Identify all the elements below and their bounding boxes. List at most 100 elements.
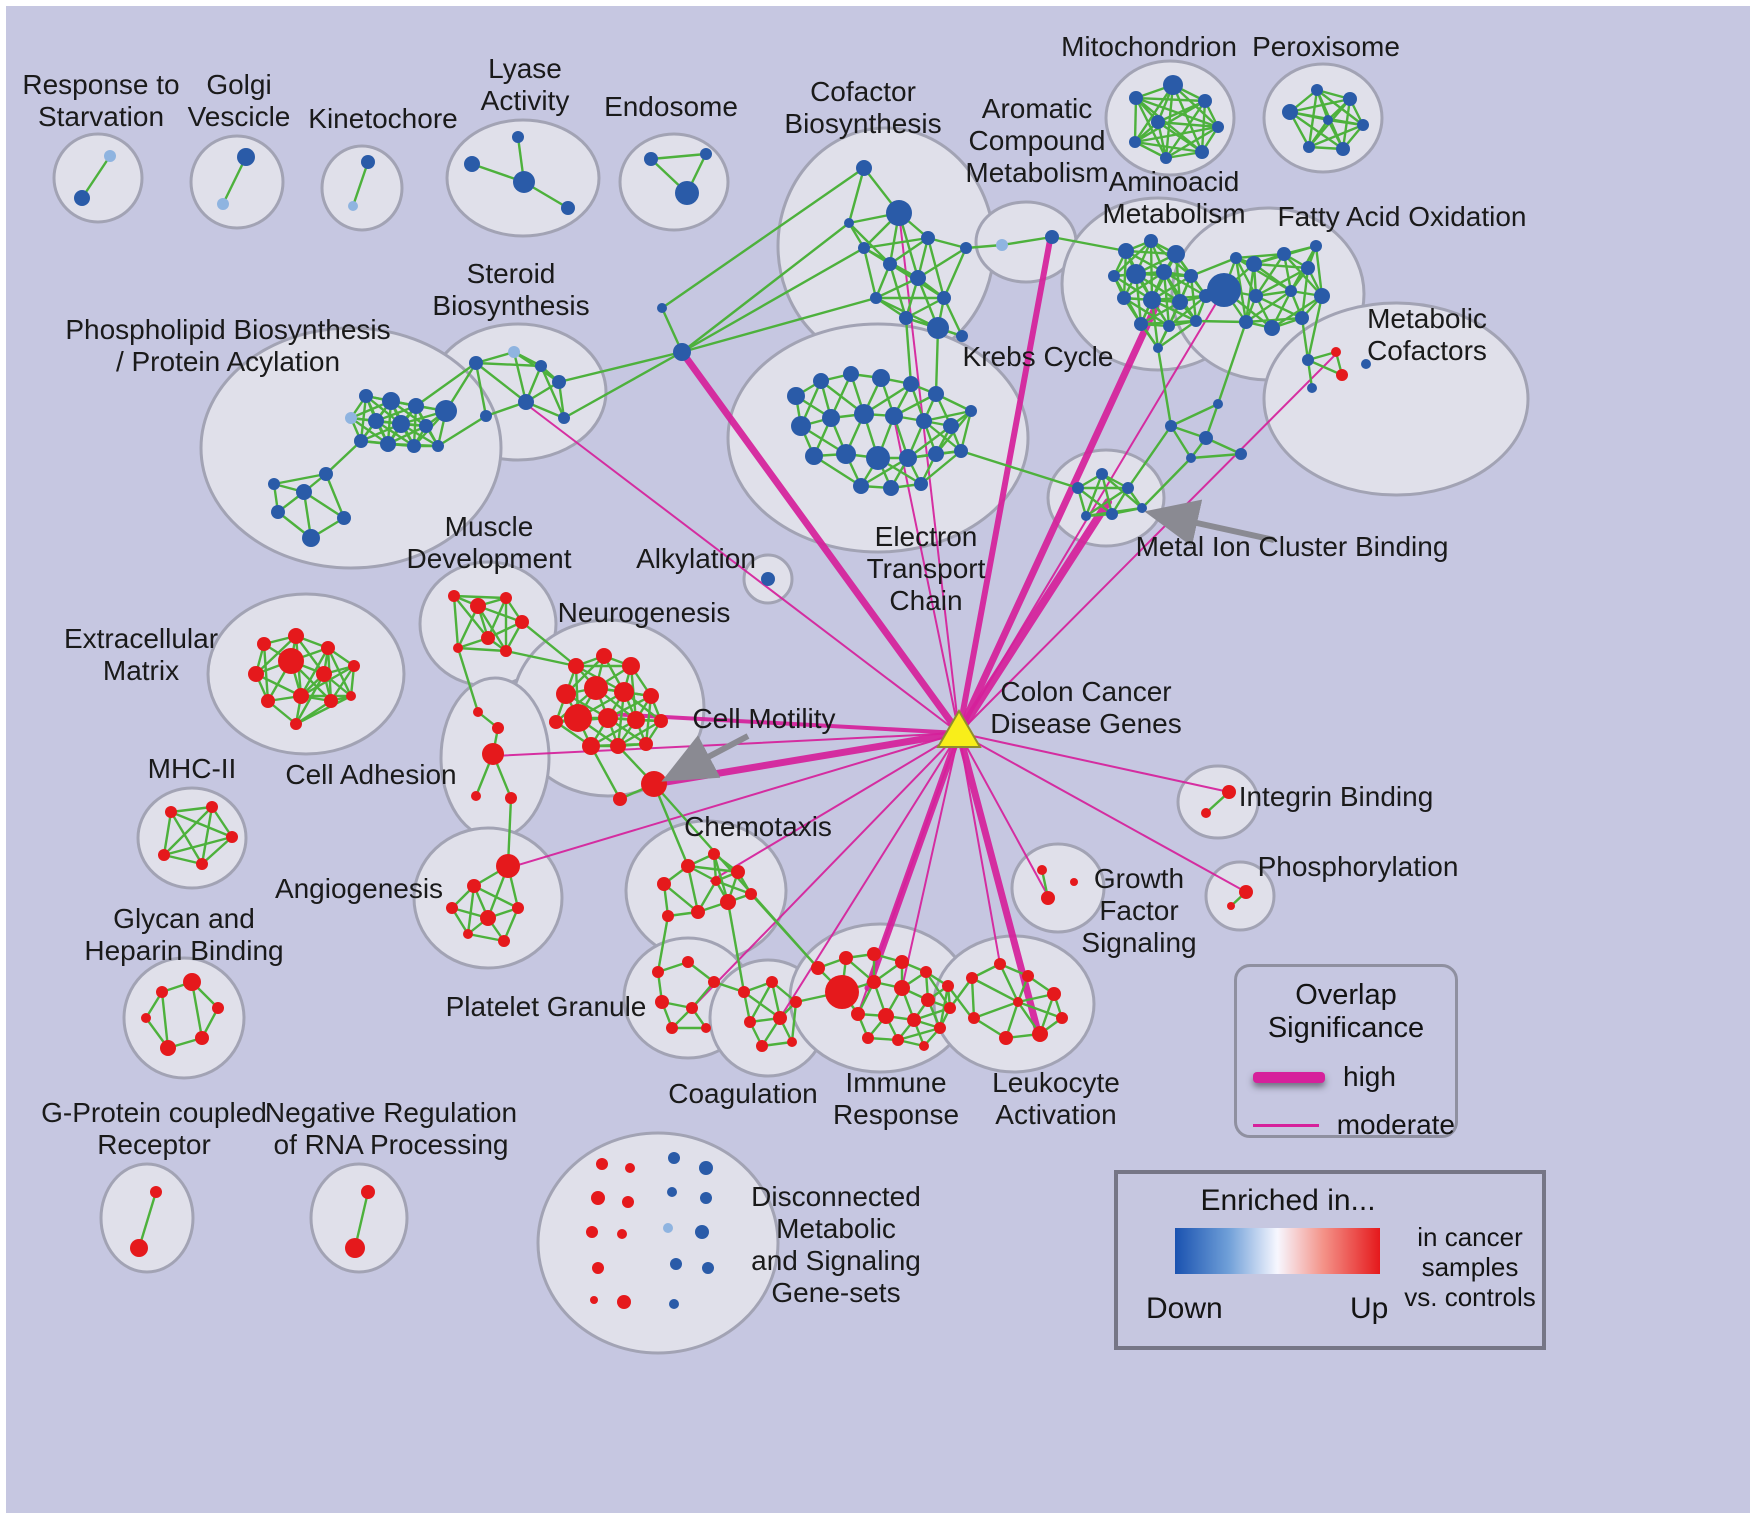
- cluster-edge: [743, 991, 781, 1019]
- label-metal-ion-cluster-binding: Metal Ion Cluster Binding: [1136, 531, 1449, 562]
- gene-set-node: [348, 660, 360, 672]
- cluster-edge: [920, 450, 962, 485]
- gene-set-node: [407, 439, 421, 453]
- gene-set-node: [183, 973, 201, 991]
- gene-set-node: [1246, 256, 1262, 272]
- gene-set-node: [321, 641, 335, 655]
- inter-cluster-edge: [681, 296, 877, 354]
- cluster-edge: [813, 454, 862, 488]
- gene-set-node: [1153, 343, 1163, 353]
- enriched-in-legend: Enriched in... Down Up in cancer samples…: [1114, 1170, 1546, 1350]
- gene-set-node: [1310, 240, 1322, 252]
- cluster-edge: [1168, 295, 1207, 327]
- gene-set-node: [515, 615, 529, 629]
- gene-set-node: [883, 480, 899, 496]
- cluster-edge: [453, 595, 489, 639]
- overlap-legend-title: Overlap Significance: [1237, 979, 1455, 1045]
- gene-set-node: [968, 1012, 980, 1024]
- gene-set-node: [681, 859, 695, 873]
- enriched-side-text: in cancer samples vs. controls: [1396, 1222, 1544, 1312]
- cluster-edge: [162, 811, 173, 856]
- cluster-edge: [1234, 257, 1258, 297]
- gene-set-node: [1213, 399, 1223, 409]
- cluster-edge: [255, 635, 297, 675]
- gene-set-node: [670, 1258, 682, 1270]
- gene-set-node: [1072, 482, 1084, 494]
- gene-set-node: [324, 694, 338, 708]
- gene-set-node: [1285, 285, 1297, 297]
- gene-set-node: [622, 1196, 634, 1208]
- gene-set-node: [1301, 261, 1315, 275]
- gene-set-node: [480, 910, 496, 926]
- gene-set-node: [564, 704, 592, 732]
- gene-set-node: [1156, 264, 1172, 280]
- gene-set-node: [996, 239, 1008, 251]
- gene-set-node: [492, 722, 504, 734]
- gene-set-node: [1336, 369, 1348, 381]
- gene-set-node: [1195, 145, 1209, 159]
- gene-set-node: [1122, 482, 1134, 494]
- gene-set-node: [944, 1002, 956, 1014]
- label-cell-motility: Cell Motility: [692, 703, 835, 734]
- gene-set-node: [473, 707, 483, 717]
- gene-set-node: [598, 708, 618, 728]
- cluster-edge: [163, 806, 213, 856]
- gene-set-node: [867, 947, 881, 961]
- gene-set-node: [471, 791, 481, 801]
- gene-set-node: [1201, 808, 1211, 818]
- gene-set-node: [954, 444, 968, 458]
- gene-set-node: [701, 1023, 711, 1033]
- gene-set-node: [627, 711, 645, 729]
- gene-set-node: [158, 849, 170, 861]
- gene-set-node: [994, 958, 1006, 970]
- gene-set-node: [496, 854, 520, 878]
- gene-set-node: [1303, 141, 1315, 153]
- gene-set-node: [966, 972, 978, 984]
- inter-cluster-edge: [589, 745, 622, 800]
- significance-edge-moderate: [691, 732, 960, 1009]
- cluster-edge: [457, 646, 507, 653]
- cluster-edge: [942, 247, 968, 299]
- cluster-edge: [1235, 256, 1292, 293]
- significance-edge-moderate: [779, 732, 960, 1019]
- gene-set-node: [899, 449, 917, 467]
- gene-set-node: [825, 975, 859, 1009]
- gene-set-node: [392, 415, 410, 433]
- cluster-edge: [1017, 1000, 1063, 1020]
- cluster-edge: [1255, 266, 1309, 298]
- gene-set-node: [293, 688, 309, 704]
- gene-set-node: [791, 416, 811, 436]
- gene-set-node: [1143, 291, 1161, 309]
- cluster-edge: [1190, 452, 1242, 460]
- cluster-edge: [211, 806, 233, 838]
- inter-cluster-edge: [521, 621, 577, 667]
- gene-set-node: [217, 198, 229, 210]
- cluster-edge: [686, 865, 700, 913]
- gene-set-node: [568, 658, 584, 674]
- cluster-edge: [1245, 290, 1292, 323]
- gene-set-node: [535, 360, 547, 372]
- gene-set-node: [596, 1158, 608, 1170]
- gene-set-node: [1081, 511, 1091, 521]
- blue-red-gradient-bar: [1175, 1228, 1380, 1274]
- gene-set-node: [914, 477, 928, 491]
- gene-set-node: [1037, 865, 1047, 875]
- label-integrin-binding: Integrin Binding: [1239, 781, 1434, 812]
- gene-set-node: [839, 951, 853, 965]
- inter-cluster-edge: [960, 449, 1079, 490]
- cluster-edge: [1165, 125, 1219, 160]
- gene-set-node: [787, 1037, 797, 1047]
- gene-set-node: [761, 572, 775, 586]
- gene-set-node: [655, 995, 669, 1009]
- gene-set-node: [1302, 354, 1314, 366]
- cluster-edge: [163, 853, 203, 866]
- inter-cluster-edge: [505, 649, 577, 668]
- gene-set-node: [464, 156, 480, 172]
- gene-set-node: [999, 1031, 1013, 1045]
- gene-set-node: [586, 1226, 598, 1238]
